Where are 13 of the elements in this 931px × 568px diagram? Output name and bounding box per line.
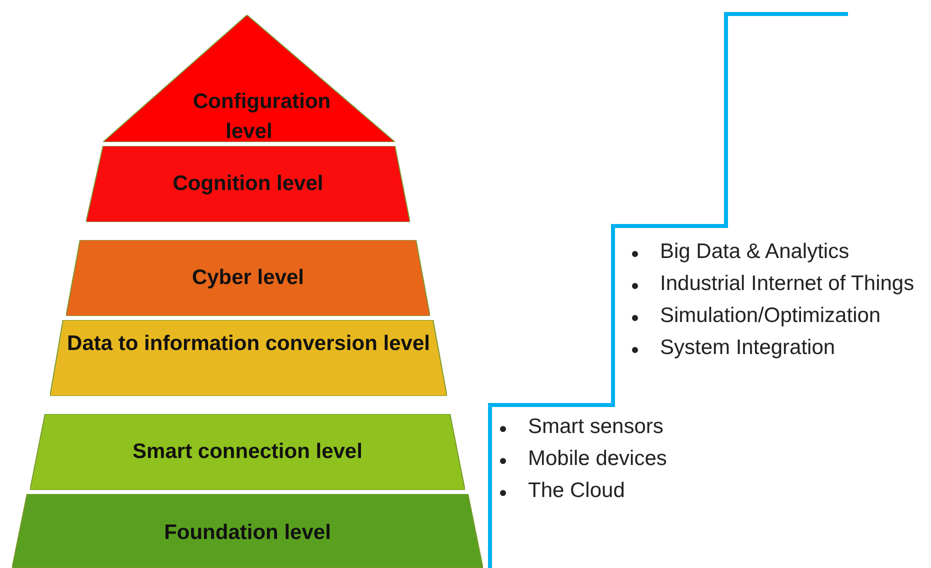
list-item: System Integration: [660, 336, 836, 360]
level-label: Smart connection level: [132, 440, 362, 463]
list-item: Smart sensors: [528, 415, 664, 439]
level-label: Cyber level: [192, 266, 304, 289]
list-item: Mobile devices: [528, 447, 667, 471]
list-item: Big Data & Analytics: [660, 240, 850, 264]
level-label: Cognition level: [172, 172, 324, 195]
level-label: Data to information conversion level: [67, 332, 430, 355]
list-item: Simulation/Optimization: [660, 304, 881, 328]
list-item: The Cloud: [528, 479, 625, 503]
level-label: Foundation level: [164, 521, 331, 544]
list-item: Industrial Internet of Things: [660, 272, 914, 296]
level-label: Configuration level: [193, 90, 331, 143]
